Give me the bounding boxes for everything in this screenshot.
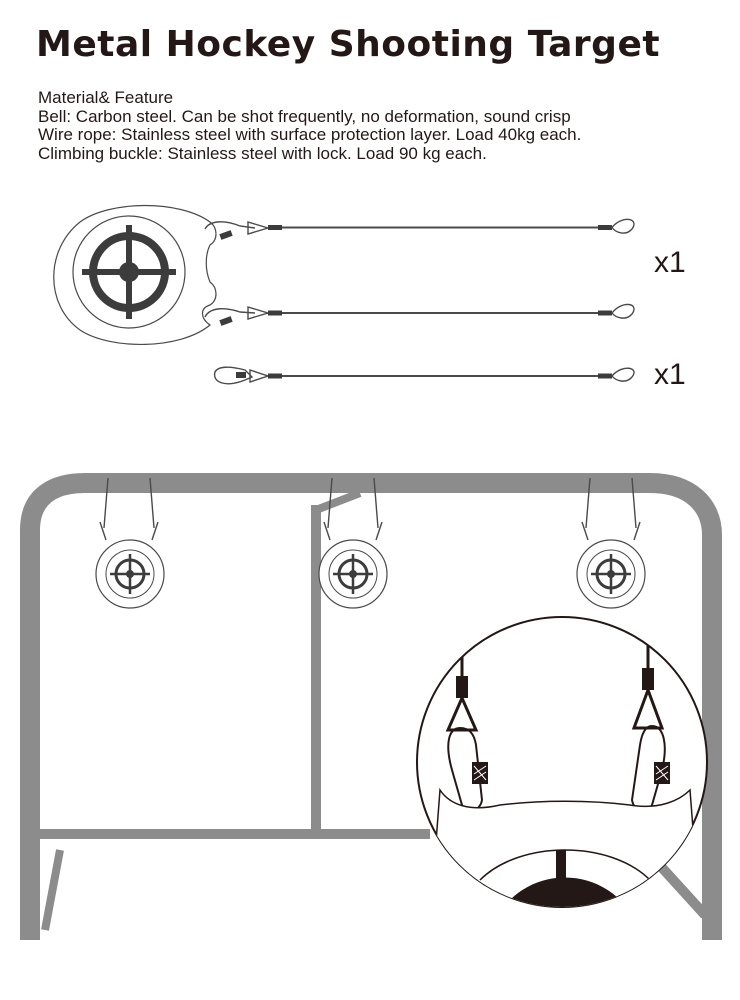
magnified-detail-icon xyxy=(416,616,708,908)
hanging-target-left-icon xyxy=(95,477,165,609)
extra-rope-quantity: x1 xyxy=(654,358,686,391)
hanging-target-middle-icon xyxy=(318,477,388,609)
bell-target-icon xyxy=(53,204,217,346)
feature-climbing-buckle: Climbing buckle: Stainless steel with lo… xyxy=(38,143,487,163)
feature-heading: Material& Feature xyxy=(38,88,174,107)
feature-list: Material& Feature Bell: Carbon steel. Ca… xyxy=(38,88,728,163)
hockey-goal-icon xyxy=(20,473,722,940)
feature-wire-rope: Wire rope: Stainless steel with surface … xyxy=(38,125,582,144)
extra-wire-rope-icon xyxy=(213,366,635,385)
wire-rope-lower-icon xyxy=(204,303,635,326)
wire-rope-upper-icon xyxy=(204,218,635,240)
feature-bell: Bell: Carbon steel. Can be shot frequent… xyxy=(38,106,571,126)
page-title: Metal Hockey Shooting Target xyxy=(36,24,661,65)
hanging-target-right-icon xyxy=(576,477,646,609)
target-set-quantity: x1 xyxy=(654,246,686,279)
